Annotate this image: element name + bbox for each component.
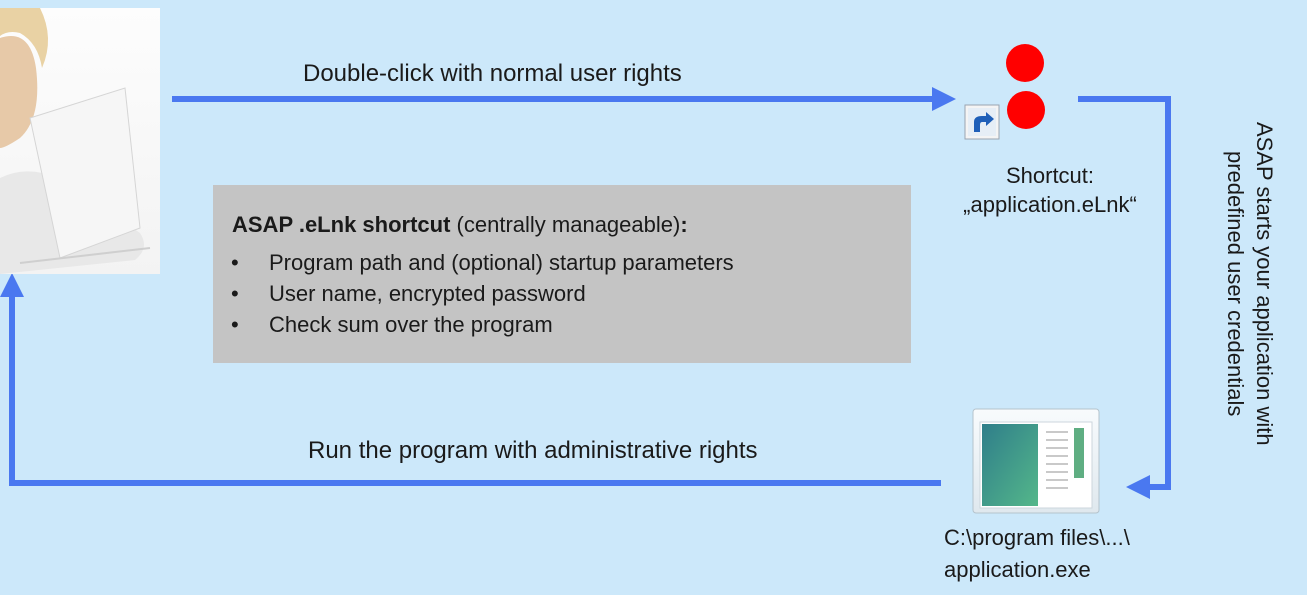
info-box: ASAP .eLnk shortcut (centrally manageabl… (213, 185, 911, 363)
list-item: Program path and (optional) startup para… (213, 247, 734, 278)
info-box-title: ASAP .eLnk shortcut (centrally manageabl… (232, 212, 688, 238)
return-arrow-line (9, 293, 941, 486)
info-box-list: Program path and (optional) startup para… (213, 247, 734, 340)
shortcut-label-line1: Shortcut: (1005, 163, 1095, 188)
program-path-line1: C:\program files\...\ (944, 525, 1130, 550)
list-item: Check sum over the program (213, 309, 734, 340)
side-description: ASAP starts your application with predef… (1221, 54, 1279, 514)
top-arrowhead (932, 87, 956, 111)
shortcut-label: Shortcut: „application.eLnk“ (950, 161, 1150, 219)
info-box-title-colon: : (680, 212, 688, 237)
application-window-icon[interactable] (972, 408, 1100, 514)
user-with-laptop-image (0, 8, 151, 274)
shortcut-label-line2: „application.eLnk“ (963, 192, 1137, 217)
program-path-line2: application.exe (944, 557, 1091, 582)
right-connector-line (1078, 96, 1171, 490)
info-box-title-bold: ASAP .eLnk shortcut (232, 212, 451, 237)
shortcut-icon[interactable] (964, 104, 1000, 140)
program-path-label: C:\program files\...\ application.exe (944, 522, 1130, 586)
run-program-label: Run the program with administrative righ… (308, 437, 758, 464)
return-arrowhead (0, 273, 24, 297)
side-description-line2: predefined user credentials (1223, 151, 1248, 417)
side-description-line1: ASAP starts your application with (1252, 122, 1277, 446)
list-item: User name, encrypted password (213, 278, 734, 309)
marker-dot-top (1006, 44, 1044, 82)
info-box-title-normal: (centrally manageable) (450, 212, 681, 237)
right-arrowhead (1126, 475, 1150, 499)
double-click-label: Double-click with normal user rights (303, 60, 682, 87)
marker-dot-bottom (1007, 91, 1045, 129)
user-photo (0, 8, 160, 274)
